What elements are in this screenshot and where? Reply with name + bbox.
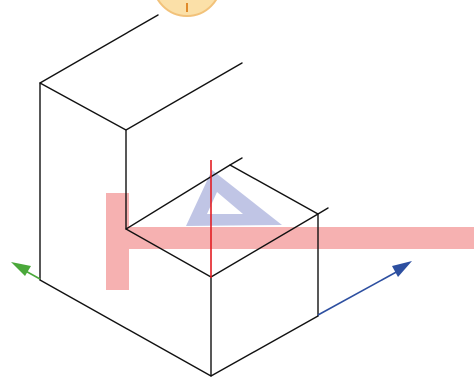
t-square-icon	[106, 193, 474, 290]
triangle-ruler-icon	[186, 170, 282, 226]
edge-block-top-back-right	[229, 164, 319, 215]
blue-arrowhead-icon	[392, 261, 412, 277]
edge-top-left-depth	[39, 82, 127, 131]
edge-inner-shelf	[125, 62, 243, 131]
edge-block-top-front-left	[125, 228, 212, 278]
isometric-object-edges	[39, 14, 329, 377]
blue-axis-line	[317, 269, 401, 316]
edge-block-top-front-right	[210, 213, 319, 278]
edge-block-top-back-left	[125, 164, 231, 230]
edge-bottom-right	[210, 315, 319, 377]
green-axis-arrow	[11, 262, 41, 280]
edge-construction-back	[229, 157, 243, 166]
t-square-head	[106, 193, 129, 290]
step-badge	[156, 0, 218, 17]
edge-construction-right	[317, 207, 329, 215]
triangle-ruler	[186, 170, 282, 226]
edge-top-back	[39, 14, 159, 84]
blue-axis-arrow	[317, 261, 412, 316]
edge-bottom-left	[39, 279, 212, 377]
green-arrowhead-icon	[11, 262, 31, 276]
t-square-blade	[129, 227, 474, 249]
